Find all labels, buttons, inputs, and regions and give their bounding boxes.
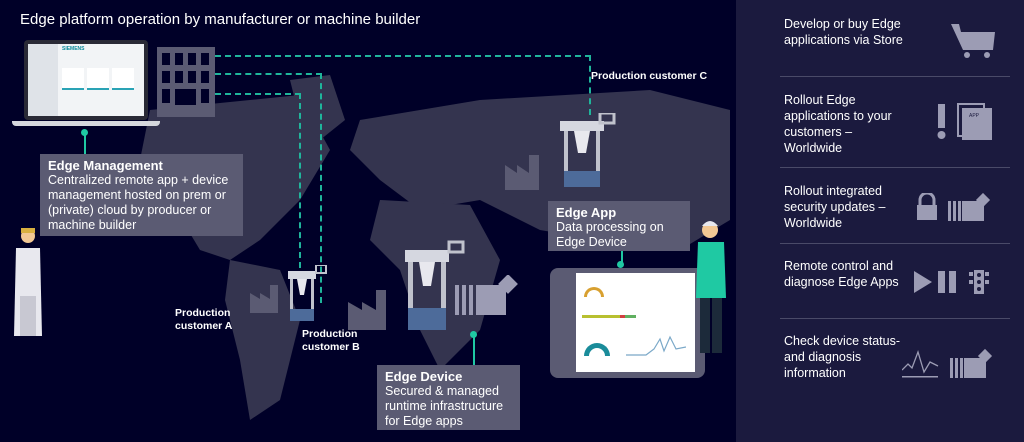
edge-device-text: Secured & managed runtime infrastructure… (385, 384, 504, 428)
app-rollout-icon: APP (937, 103, 992, 140)
feature-panel: Develop or buy Edge applications via Sto… (736, 0, 1024, 442)
edge-app-heading: Edge App (556, 205, 617, 220)
factory-icon (348, 290, 386, 330)
edge-device-icon (455, 275, 518, 315)
feature-remote-control: Remote control and diagnose Edge Apps (784, 259, 899, 289)
divider (780, 76, 1010, 77)
page-title: Edge platform operation by manufacturer … (20, 11, 421, 28)
lock-device-icon (917, 193, 991, 221)
connector-customer-b (215, 73, 322, 303)
laptop-brand: SIEMENS (62, 46, 85, 52)
edge-management-box: Edge Management Centralized remote app +… (40, 154, 243, 236)
laptop-base (12, 121, 160, 126)
feature-rollout-apps: Rollout Edge applications to your custom… (784, 93, 892, 155)
dashboard-screen (576, 273, 695, 372)
factory-icon (505, 155, 539, 190)
cart-icon (951, 24, 995, 58)
worker-icon (696, 221, 726, 353)
edge-management-heading: Edge Management (48, 158, 163, 173)
machine-customer-b-icon (405, 240, 465, 330)
edge-device-heading: Edge Device (385, 369, 463, 384)
play-pause-icon (914, 270, 989, 294)
edge-management-text: Centralized remote app + device manageme… (48, 173, 229, 232)
tablet-icon (550, 268, 705, 378)
customer-b-label: Production customer B (302, 328, 360, 353)
app-label: APP (969, 113, 980, 119)
divider (780, 318, 1010, 319)
divider (780, 167, 1010, 168)
connector-dot (81, 129, 88, 136)
feature-store: Develop or buy Edge applications via Sto… (784, 17, 903, 47)
connector-line (84, 134, 86, 154)
diagnosis-icon (902, 348, 993, 378)
customer-c-label: Production customer C (591, 70, 708, 82)
laptop-icon: SIEMENS (24, 40, 148, 120)
connector-line (473, 336, 475, 365)
machine-customer-a-icon (288, 265, 327, 321)
connector-line (621, 251, 623, 263)
connector-dot (617, 261, 624, 268)
machine-customer-c-icon (560, 113, 616, 187)
edge-app-box: Edge App Data processing on Edge Device (548, 201, 690, 251)
feature-security-updates: Rollout integrated security updates – Wo… (784, 184, 886, 230)
customer-a-label: Production customer A (175, 307, 233, 332)
diagram-area: Edge platform operation by manufacturer … (12, 11, 730, 430)
connector-dot (470, 331, 477, 338)
factory-icon (250, 285, 278, 313)
feature-diagnosis: Check device status- and diagnosis infor… (784, 334, 901, 380)
edge-device-box: Edge Device Secured & managed runtime in… (377, 365, 520, 430)
person-icon (14, 228, 42, 336)
divider (780, 243, 1010, 244)
edge-app-text: Data processing on Edge Device (556, 220, 664, 249)
connector-customer-a (215, 93, 301, 268)
connector-customer-c (215, 55, 591, 115)
building-icon (157, 47, 215, 117)
